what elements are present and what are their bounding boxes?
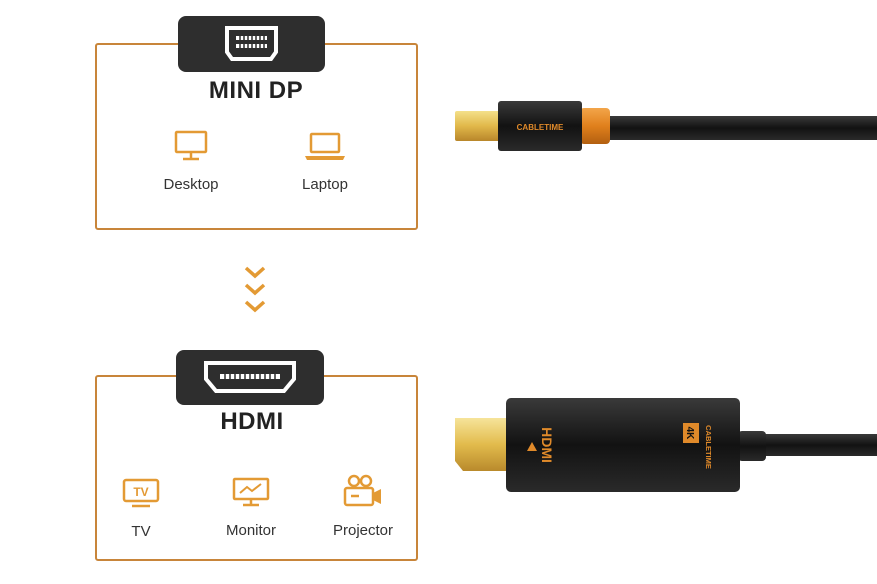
mini-displayport-icon	[225, 26, 278, 61]
mini-dp-title: MINI DP	[208, 77, 304, 104]
hdmi-port-icon	[204, 361, 296, 393]
device-label: Laptop	[302, 176, 348, 193]
hdmi-panel	[95, 375, 418, 561]
device-label: TV	[131, 523, 151, 540]
laptop-icon	[305, 132, 345, 160]
device-label: Desktop	[163, 176, 219, 193]
hdmi-title: HDMI	[220, 408, 284, 435]
device-laptop: Laptop	[270, 130, 380, 193]
desktop-icon	[174, 130, 208, 161]
arrow-up-icon	[527, 442, 537, 451]
tv-icon-text: TV	[133, 485, 148, 499]
device-monitor: Monitor	[196, 476, 306, 539]
tv-icon: TV	[122, 478, 160, 508]
device-label: Monitor	[225, 522, 277, 539]
projector-icon	[343, 474, 381, 507]
hdmi-port-tab	[176, 350, 324, 405]
hdmi-badge: 4K	[684, 427, 695, 441]
mini-dp-port-tab	[178, 16, 325, 72]
mini-dp-cable: CABLETIME	[455, 96, 877, 161]
device-tv: TV TV	[86, 477, 196, 540]
device-desktop: Desktop	[136, 130, 246, 193]
hdmi-brand: CABLETIME	[704, 425, 713, 469]
hdmi-cable: HDMI 4K CABLETIME	[455, 395, 877, 500]
mini-dp-panel	[95, 43, 418, 230]
chevrons-down-icon	[243, 265, 267, 322]
device-label: Projector	[332, 522, 394, 539]
hdmi-logo: HDMI	[539, 427, 555, 463]
monitor-icon	[232, 477, 270, 507]
device-projector: Projector	[308, 474, 418, 539]
mini-dp-brand: CABLETIME	[517, 123, 564, 132]
